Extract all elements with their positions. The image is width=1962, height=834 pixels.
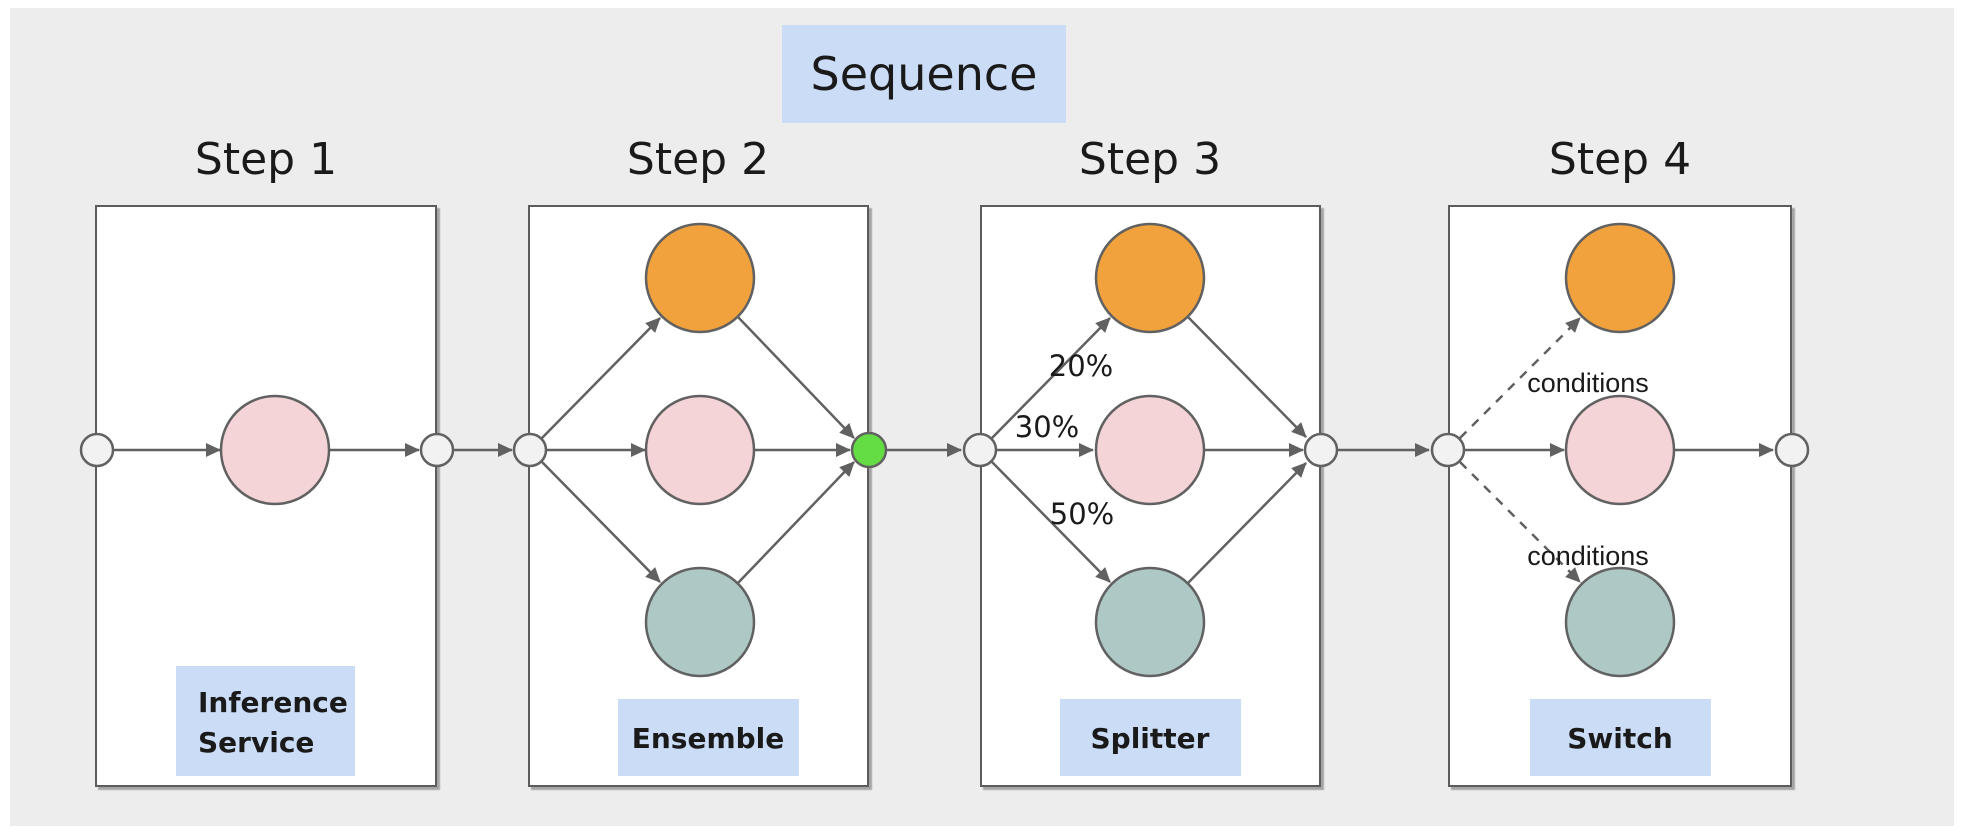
step3-label: Splitter (1091, 722, 1210, 755)
step3-edge-in-to-teal (991, 461, 1111, 583)
sequence-title-box (782, 25, 1066, 123)
step3-model-teal (1094, 566, 1206, 678)
step3-label-box (1060, 699, 1241, 776)
step4-edge-in-to-teal-conditional (1459, 461, 1581, 583)
step1-label-line2: Service (198, 726, 314, 759)
step2-label-box (618, 699, 799, 776)
step4-label-box (1530, 699, 1711, 776)
step3-output-port (1303, 432, 1339, 468)
step4-edge-in-to-orange-conditional (1459, 317, 1581, 439)
step2-model-orange (644, 222, 756, 334)
step4-conditions-label-bottom: conditions (1527, 541, 1649, 571)
step-1: Step 1 Inference Service (79, 134, 455, 787)
step3-weight-50: 50% (1050, 497, 1114, 531)
step-3: Step 3 20% 30% 50% Splitter (962, 134, 1339, 787)
step1-label-box (176, 666, 355, 776)
sequence-title: Sequence (811, 47, 1038, 101)
step2-input-port (512, 432, 548, 468)
step4-label: Switch (1567, 722, 1673, 755)
step2-model-pink (644, 394, 756, 506)
step1-input-port (79, 432, 115, 468)
step2-label: Ensemble (632, 722, 785, 755)
step2-edge-orange-to-out (736, 315, 855, 439)
step4-input-port (1430, 432, 1466, 468)
step4-output-port (1774, 432, 1810, 468)
step1-label-line1: Inference (198, 686, 348, 719)
step-2: Step 2 Ensemble (512, 134, 888, 787)
step1-output-port (419, 432, 455, 468)
step3-title: Step 3 (1079, 134, 1221, 185)
step2-edge-in-to-orange (541, 317, 661, 439)
step4-model-teal (1564, 566, 1676, 678)
step4-model-orange (1564, 222, 1676, 334)
step3-weight-20: 20% (1049, 349, 1113, 383)
step2-title: Step 2 (627, 134, 769, 185)
step2-edge-in-to-teal (541, 461, 661, 583)
step2-combiner-port-green (850, 431, 888, 469)
step4-model-pink (1564, 394, 1676, 506)
step-4: Step 4 conditions conditions Switch (1430, 134, 1810, 787)
step3-input-port (962, 432, 998, 468)
step1-title: Step 1 (195, 134, 337, 185)
step3-weight-30: 30% (1015, 410, 1079, 444)
step2-edge-teal-to-out (736, 461, 855, 585)
step3-model-pink (1094, 394, 1206, 506)
step2-model-teal (644, 566, 756, 678)
step3-edge-teal-to-out (1186, 462, 1307, 585)
step1-model-node (219, 394, 331, 506)
step4-conditions-label-top: conditions (1527, 368, 1649, 398)
step4-title: Step 4 (1549, 134, 1691, 185)
step3-edge-in-to-orange (991, 317, 1111, 439)
step3-model-orange (1094, 222, 1206, 334)
step3-edge-orange-to-out (1186, 315, 1307, 438)
